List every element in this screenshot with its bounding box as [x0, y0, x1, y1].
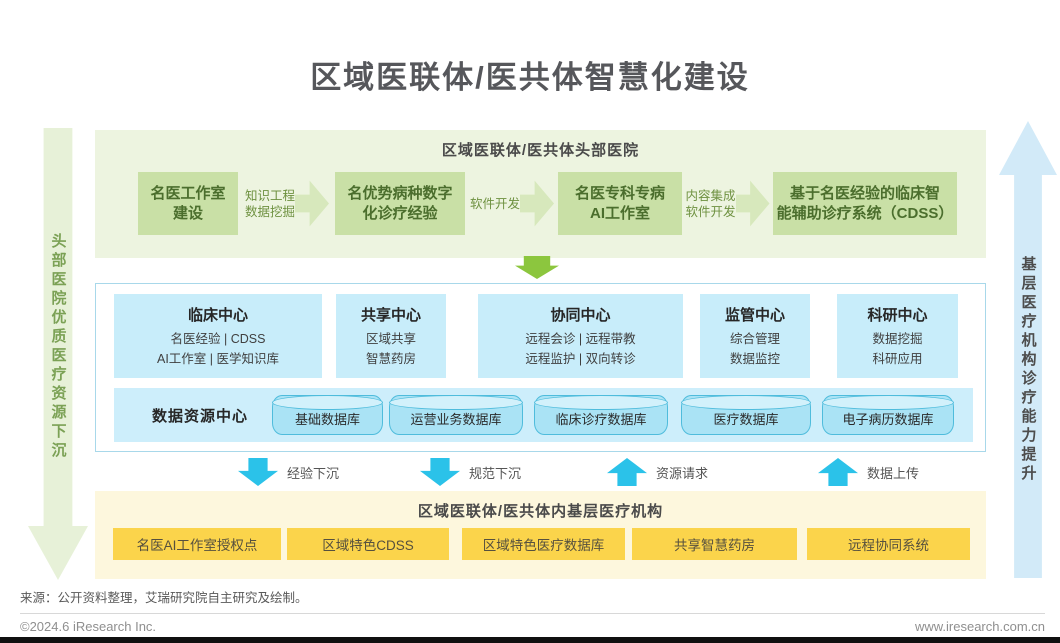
right-banner-label: 基层医疗机构诊疗能力提升: [1019, 255, 1037, 484]
bottom-box-regional-cdss: 区域特色CDSS: [287, 528, 449, 560]
head-hospital-section: 区域医联体/医共体头部医院 名医工作室 建设 知识工程 数据挖掘 名优势病种数字…: [95, 130, 986, 258]
grassroots-section: 区域医联体/医共体内基层医疗机构 名医AI工作室授权点 区域特色CDSS 区域特…: [95, 491, 986, 579]
database-cylinder-icon: 医疗数据库: [681, 395, 811, 435]
center-box-clinical: 临床中心 名医经验 | CDSS AI工作室 | 医学知识库: [114, 294, 322, 378]
bottom-box-remote-collaboration: 远程协同系统: [807, 528, 970, 560]
copyright: ©2024.6 iResearch Inc.: [20, 619, 157, 634]
left-banner-down-arrow-icon: 头部医院优质医疗资源下沉: [28, 128, 88, 580]
top-flow-step-3: 内容集成 软件开发: [683, 172, 772, 235]
website: www.iresearch.com.cn: [914, 619, 1045, 634]
center-line: 科研应用: [872, 352, 923, 366]
top-flow-step-2: 软件开发: [467, 172, 557, 235]
center-title: 临床中心: [187, 307, 248, 324]
center-title: 科研中心: [867, 307, 928, 324]
box-line: 化诊疗经验: [362, 204, 438, 222]
top-flow-step-1: 知识工程 数据挖掘: [241, 172, 333, 235]
box-line: AI工作室: [589, 204, 650, 222]
data-resource-center: 数据资源中心 基础数据库 运营业务数据库 临床诊疗数据库 医疗数据库 电子病历数…: [114, 388, 973, 442]
database-label: 电子病历数据库: [842, 412, 934, 427]
bottom-box-ai-studio-point: 名医AI工作室授权点: [113, 528, 281, 560]
database-cylinder-icon: 基础数据库: [272, 395, 383, 435]
center-line: 综合管理: [729, 332, 780, 346]
data-resource-center-label: 数据资源中心: [152, 408, 249, 425]
center-title: 监管中心: [724, 307, 785, 324]
arrow-label-line: 数据挖掘: [244, 204, 295, 219]
left-banner-label: 头部医院优质医疗资源下沉: [49, 233, 67, 461]
bottom-bar: [0, 637, 1060, 643]
center-box-collaboration: 协同中心 远程会诊 | 远程带教 远程监护 | 双向转诊: [478, 294, 683, 378]
page-title: 区域医联体/医共体智慧化建设: [310, 60, 750, 95]
center-line: 远程监护 | 双向转诊: [525, 352, 636, 366]
platform-section: 临床中心 名医经验 | CDSS AI工作室 | 医学知识库 共享中心 区域共享…: [95, 283, 986, 452]
right-block-arrow-icon: [295, 180, 329, 227]
arrow-label-line: 内容集成: [685, 188, 736, 203]
flow-standard-down: 规范下沉: [420, 457, 521, 487]
flow-label: 数据上传: [867, 465, 920, 481]
flow-resource-request-up: 资源请求: [607, 457, 708, 487]
right-block-arrow-icon: [520, 180, 554, 227]
center-box-sharing: 共享中心 区域共享 智慧药房: [336, 294, 446, 378]
footer-divider: [20, 613, 1045, 614]
center-line: 智慧药房: [365, 352, 416, 366]
center-line: 数据挖掘: [872, 332, 923, 346]
flow-data-upload-up: 数据上传: [818, 457, 919, 487]
head-hospital-header: 区域医联体/医共体头部医院: [441, 142, 640, 159]
center-line: 远程会诊 | 远程带教: [525, 332, 636, 346]
arrow-label: 内容集成 软件开发: [685, 188, 735, 220]
down-block-arrow-icon: [238, 458, 278, 486]
database-cylinder-icon: 临床诊疗数据库: [534, 395, 668, 435]
up-block-arrow-icon: [818, 458, 858, 486]
right-banner-up-arrow-icon: 基层医疗机构诊疗能力提升: [999, 121, 1057, 578]
grassroots-header: 区域医联体/医共体内基层医疗机构: [417, 503, 664, 520]
arrow-label: 软件开发: [470, 196, 520, 212]
box-line: 名医工作室: [150, 184, 226, 202]
box-line: 能辅助诊疗系统（CDSS）: [776, 204, 954, 222]
arrow-label-line: 软件开发: [469, 196, 520, 211]
database-cylinder-icon: 运营业务数据库: [389, 395, 523, 435]
flow-experience-down: 经验下沉: [238, 457, 339, 487]
box-line: 名优势病种数字: [347, 184, 453, 202]
center-box-supervision: 监管中心 综合管理 数据监控: [700, 294, 810, 378]
arrow-label-line: 知识工程: [244, 188, 295, 203]
bottom-box-regional-database: 区域特色医疗数据库: [462, 528, 625, 560]
center-line: 区域共享: [365, 332, 416, 346]
right-block-arrow-icon: [735, 180, 770, 227]
down-block-arrow-icon: [420, 458, 460, 486]
center-line: 数据监控: [729, 352, 780, 366]
flow-label: 资源请求: [656, 465, 709, 481]
center-line: 名医经验 | CDSS: [170, 332, 266, 346]
top-flow-box-cdss: 基于名医经验的临床智 能辅助诊疗系统（CDSS）: [773, 172, 957, 235]
database-label: 医疗数据库: [713, 412, 779, 427]
box-line: 基于名医经验的临床智: [789, 184, 940, 202]
box-line: 名医专科专病: [574, 184, 665, 202]
center-line: AI工作室 | 医学知识库: [156, 352, 279, 366]
database-label: 临床诊疗数据库: [555, 412, 647, 427]
bottom-box-smart-pharmacy: 共享智慧药房: [632, 528, 797, 560]
center-title: 共享中心: [360, 307, 421, 324]
source-note: 来源：公开资料整理，艾瑞研究院自主研究及绘制。: [20, 591, 308, 605]
arrow-label-line: 软件开发: [685, 204, 736, 219]
top-flow-box-ai-studio: 名医专科专病 AI工作室: [558, 172, 682, 235]
box-line: 建设: [172, 204, 203, 222]
database-label: 基础数据库: [294, 412, 360, 427]
flow-label: 规范下沉: [469, 465, 522, 481]
center-title: 协同中心: [550, 307, 611, 324]
database-cylinder-icon: 电子病历数据库: [822, 395, 954, 435]
database-label: 运营业务数据库: [410, 412, 502, 427]
top-flow-box-digital-experience: 名优势病种数字 化诊疗经验: [335, 172, 465, 235]
center-box-research: 科研中心 数据挖掘 科研应用: [837, 294, 958, 378]
down-block-arrow-icon: [515, 256, 559, 279]
arrow-label: 知识工程 数据挖掘: [245, 188, 295, 220]
top-flow-box-famous-doctor-studio: 名医工作室 建设: [138, 172, 238, 235]
up-block-arrow-icon: [607, 458, 647, 486]
flow-label: 经验下沉: [287, 465, 340, 481]
